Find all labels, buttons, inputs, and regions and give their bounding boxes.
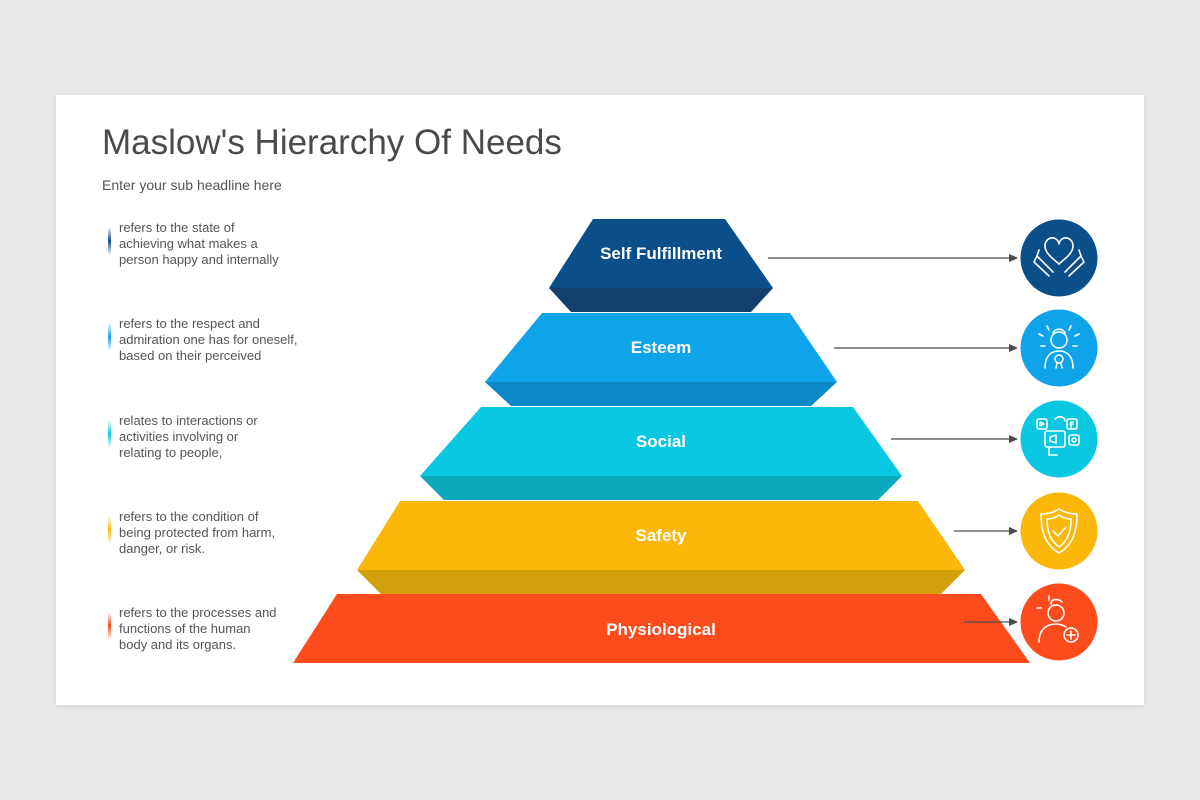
description-esteem: refers to the respect and admiration one…	[108, 316, 318, 364]
slide: Maslow's Hierarchy Of Needs Enter your s…	[56, 95, 1144, 705]
icon-circle	[1017, 216, 1101, 300]
tier-label: Self Fulfillment	[600, 244, 722, 263]
icon-circle	[1017, 489, 1101, 573]
person-award-icon	[1017, 306, 1101, 390]
tier-label: Physiological	[606, 620, 716, 639]
tier-label: Social	[636, 432, 686, 451]
description-safety: refers to the condition of being protect…	[108, 509, 318, 557]
icon-circle	[1017, 580, 1101, 664]
pyramid-diagram: Self Fulfillment Esteem Social Safety Ph…	[293, 216, 1101, 664]
tier-shade	[549, 288, 773, 312]
description-self-fulfillment: refers to the state of achieving what ma…	[108, 220, 318, 268]
accent-bar	[108, 227, 111, 255]
tier-face	[293, 594, 1030, 663]
description-text: refers to the condition of being protect…	[119, 509, 276, 556]
accent-bar	[108, 612, 111, 640]
tier-face	[420, 407, 902, 476]
tier-face	[357, 501, 965, 570]
tier-esteem	[485, 313, 837, 406]
tier-label: Safety	[635, 526, 687, 545]
description-text: refers to the state of achieving what ma…	[119, 220, 279, 267]
tier-face	[485, 313, 837, 382]
social-media-icon	[1017, 397, 1101, 481]
tier-safety	[357, 501, 965, 594]
person-health-icon	[1017, 580, 1101, 664]
shield-check-icon	[1017, 489, 1101, 573]
slide-title: Maslow's Hierarchy Of Needs	[102, 123, 562, 162]
accent-bar	[108, 516, 111, 544]
icon-circle	[1017, 397, 1101, 481]
tier-label: Esteem	[631, 338, 691, 357]
tier-shade	[485, 382, 837, 406]
tier-self-fulfillment	[549, 219, 773, 312]
accent-bar	[108, 323, 111, 351]
description-physiological: refers to the processes and functions of…	[108, 605, 318, 653]
tier-shade	[357, 570, 965, 594]
tier-physiological	[293, 594, 1030, 663]
description-text: relates to interactions or activities in…	[119, 413, 258, 460]
description-text: refers to the processes and functions of…	[119, 605, 277, 652]
heart-hug-icon	[1017, 216, 1101, 300]
tier-social	[420, 407, 902, 500]
description-social: relates to interactions or activities in…	[108, 413, 318, 461]
tier-shade	[420, 476, 902, 500]
accent-bar	[108, 420, 111, 448]
description-text: refers to the respect and admiration one…	[119, 316, 298, 363]
slide-subtitle: Enter your sub headline here	[102, 177, 282, 193]
tier-face	[549, 219, 773, 288]
